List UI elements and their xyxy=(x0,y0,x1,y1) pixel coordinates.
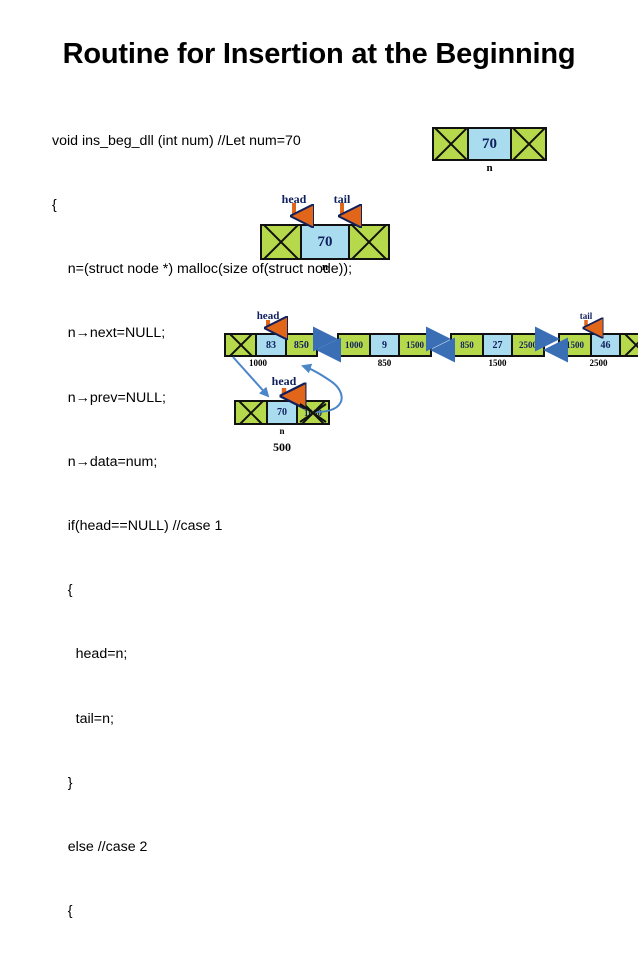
link-arrows-3-4 xyxy=(535,326,568,363)
code-listing: void ins_beg_dll (int num) //Let num=70 … xyxy=(52,88,432,956)
node-address: 1000 xyxy=(249,358,267,368)
new-node-address: 500 xyxy=(273,440,291,454)
node-data-cell: 27 xyxy=(482,335,513,355)
pointer-label-head-case1: head xyxy=(281,192,307,206)
node-prev-cell-null xyxy=(226,335,256,355)
code-line: { xyxy=(52,197,57,214)
node-address: 850 xyxy=(377,358,392,368)
node-next-cell: 1500 xyxy=(400,335,430,355)
node-next-cell-null xyxy=(621,335,638,355)
node-next-cell-struck: 1000 xyxy=(298,402,328,423)
pointer-label-head-list: head xyxy=(256,310,280,322)
node-address: 2500 xyxy=(589,358,608,368)
list-node: 1500 46 xyxy=(558,333,638,357)
node-data-cell: 70 xyxy=(266,402,298,423)
node-address: 1500 xyxy=(488,358,507,368)
pointer-label-tail-case1: tail xyxy=(333,192,351,206)
code-line: n→next=NULL; xyxy=(52,325,166,342)
pointer-label-tail-list: tail xyxy=(579,311,593,321)
node-prev-cell: 850 xyxy=(452,335,482,355)
code-line: head=n; xyxy=(52,646,128,663)
code-line: { xyxy=(52,582,73,599)
node-data-cell: 83 xyxy=(255,335,287,355)
code-line: n→data=num; xyxy=(52,453,158,470)
node-case1-headtail: 70 xyxy=(260,224,390,260)
link-arrows-2-3 xyxy=(426,326,455,363)
new-node: 70 1000 xyxy=(234,400,330,425)
code-line: { xyxy=(52,903,73,920)
code-line: if(head==NULL) //case 1 xyxy=(52,518,223,535)
node-next-cell: 2500 xyxy=(513,335,543,355)
node-next-cell-null xyxy=(350,226,388,258)
node-data-cell: 46 xyxy=(590,335,621,355)
pointer-label-head-newnode: head xyxy=(271,374,297,388)
code-line: void ins_beg_dll (int num) //Let num=70 xyxy=(52,132,301,149)
node-prev-cell: 1000 xyxy=(339,335,369,355)
code-line: } xyxy=(52,774,73,791)
node-data-cell: 9 xyxy=(369,335,400,355)
page-title: Routine for Insertion at the Beginning xyxy=(62,38,576,70)
code-line: n→prev=NULL; xyxy=(52,389,166,406)
node-prev-cell-null xyxy=(434,129,467,159)
list-node: 83 850 xyxy=(224,333,318,357)
list-node: 1000 9 1500 xyxy=(337,333,432,357)
node-next-cell: 850 xyxy=(286,335,316,355)
node-data-cell: 70 xyxy=(467,129,512,159)
code-line: n=(struct node *) malloc(size of(struct … xyxy=(52,261,353,278)
code-line: else //case 2 xyxy=(52,839,148,856)
node-next-cell-null xyxy=(512,129,545,159)
node-case1-caption: n xyxy=(321,261,329,273)
new-node-caption: n xyxy=(279,426,285,436)
node-allocated-caption: n xyxy=(486,162,493,174)
node-data-cell: 70 xyxy=(300,226,350,258)
code-line: tail=n; xyxy=(52,710,114,727)
list-node: 850 27 2500 xyxy=(450,333,545,357)
node-prev-cell-null xyxy=(262,226,300,258)
node-allocated: 70 xyxy=(432,127,547,161)
node-prev-cell: 1500 xyxy=(560,335,590,355)
node-prev-cell-null xyxy=(236,402,266,423)
